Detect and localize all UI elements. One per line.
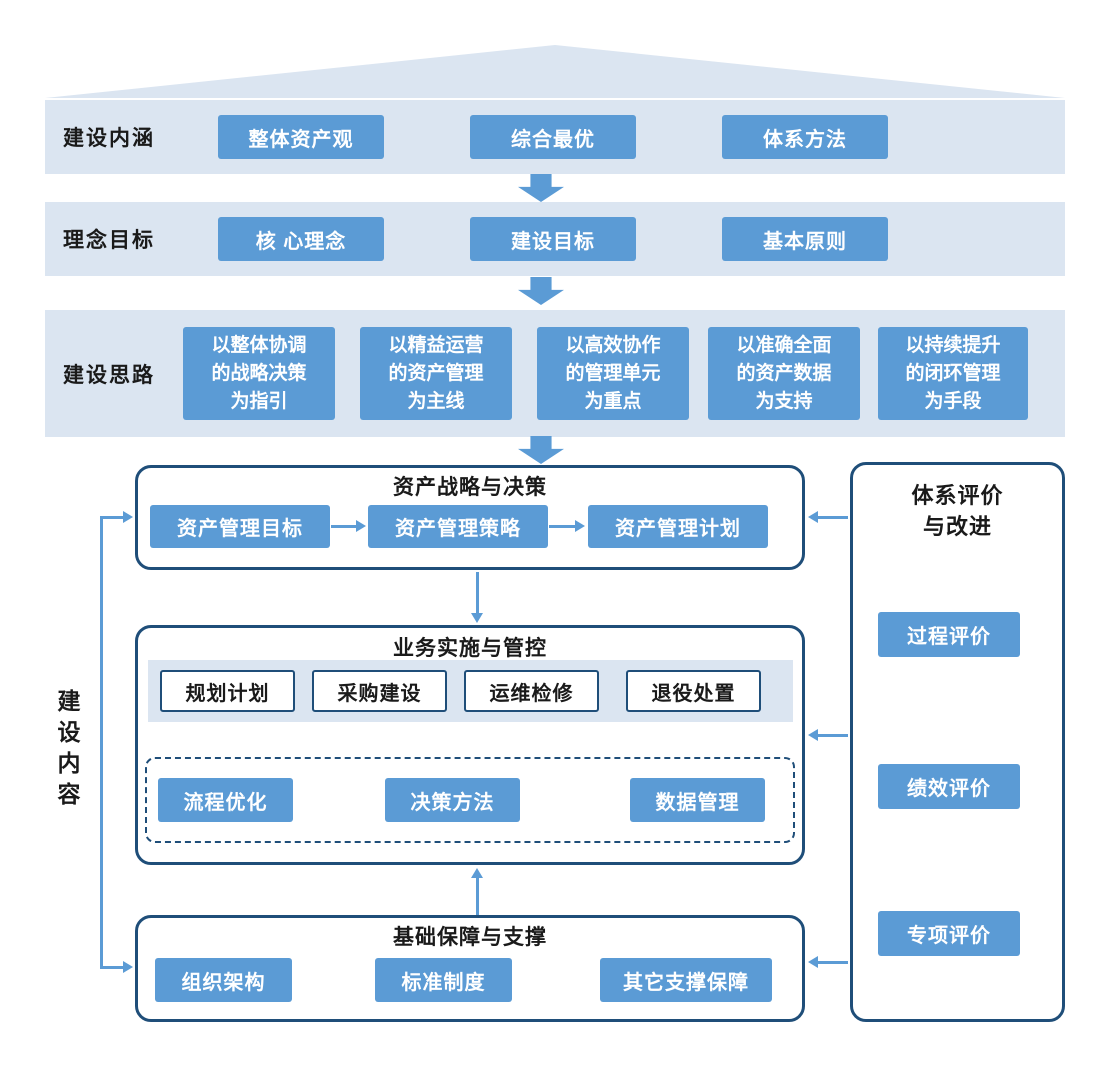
left-connector-bottom-arrowhead: [123, 961, 133, 973]
band-connotation-label: 建设内涵: [63, 127, 155, 150]
support-capability-group: [145, 757, 795, 843]
approach-item: 以整体协调 的战略决策 为指引: [183, 327, 335, 420]
evaluation-item: 过程评价: [878, 612, 1020, 657]
content-axis-label: 建设内容: [57, 688, 81, 807]
left-connector-line: [100, 516, 103, 969]
lifecycle-item: 规划计划: [160, 670, 295, 712]
foundation-item: 其它支撑保障: [600, 958, 772, 1002]
strategy-arrow-2-line: [549, 525, 576, 528]
approach-item: 以准确全面 的资产数据 为支持: [708, 327, 860, 420]
evaluation-item: 绩效评价: [878, 764, 1020, 809]
connotation-item: 综合最优: [470, 115, 636, 159]
down-arrow-3: [518, 436, 564, 464]
evaluation-item: 专项评价: [878, 911, 1020, 956]
strategy-to-implementation-head: [471, 613, 483, 623]
strategy-to-implementation-line: [476, 572, 479, 614]
roof-shape: [45, 45, 1065, 98]
concept-item: 建设目标: [470, 217, 636, 261]
lifecycle-item: 退役处置: [626, 670, 761, 712]
left-connector-top-line: [100, 516, 124, 519]
evaluation-to-implementation-line: [818, 734, 848, 737]
left-connector-top-arrowhead: [123, 511, 133, 523]
band-concept-label: 理念目标: [63, 229, 155, 252]
support-capability-item: 决策方法: [385, 778, 520, 822]
foundation-to-implementation-head: [471, 868, 483, 878]
evaluation-to-foundation-head: [808, 956, 818, 968]
foundation-item: 标准制度: [375, 958, 512, 1002]
evaluation-to-strategy-head: [808, 511, 818, 523]
strategy-arrow-1-head: [356, 520, 366, 532]
support-capability-item: 数据管理: [630, 778, 765, 822]
down-arrow-1: [518, 174, 564, 202]
connotation-item: 整体资产观: [218, 115, 384, 159]
implementation-panel-title: 业务实施与管控: [393, 637, 547, 660]
left-connector-bottom-line: [100, 966, 124, 969]
foundation-to-implementation-line: [476, 877, 479, 915]
lifecycle-item: 采购建设: [312, 670, 447, 712]
concept-item: 核 心理念: [218, 217, 384, 261]
foundation-item: 组织架构: [155, 958, 292, 1002]
strategy-item: 资产管理计划: [588, 505, 768, 548]
strategy-item: 资产管理策略: [368, 505, 548, 548]
down-arrow-2: [518, 277, 564, 305]
evaluation-to-implementation-head: [808, 729, 818, 741]
lifecycle-item: 运维检修: [464, 670, 599, 712]
foundation-panel-title: 基础保障与支撑: [393, 926, 547, 949]
evaluation-to-foundation-line: [818, 961, 848, 964]
approach-item: 以精益运营 的资产管理 为主线: [360, 327, 512, 420]
band-approach-label: 建设思路: [63, 363, 155, 387]
strategy-arrow-2-head: [575, 520, 585, 532]
strategy-panel-title: 资产战略与决策: [393, 476, 547, 499]
connotation-item: 体系方法: [722, 115, 888, 159]
strategy-arrow-1-line: [331, 525, 357, 528]
approach-item: 以持续提升 的闭环管理 为手段: [878, 327, 1028, 420]
strategy-item: 资产管理目标: [150, 505, 330, 548]
support-capability-item: 流程优化: [158, 778, 293, 822]
evaluation-panel-title: 体系评价 与改进: [911, 483, 1004, 539]
concept-item: 基本原则: [722, 217, 888, 261]
evaluation-to-strategy-line: [818, 516, 848, 519]
approach-item: 以高效协作 的管理单元 为重点: [537, 327, 689, 420]
